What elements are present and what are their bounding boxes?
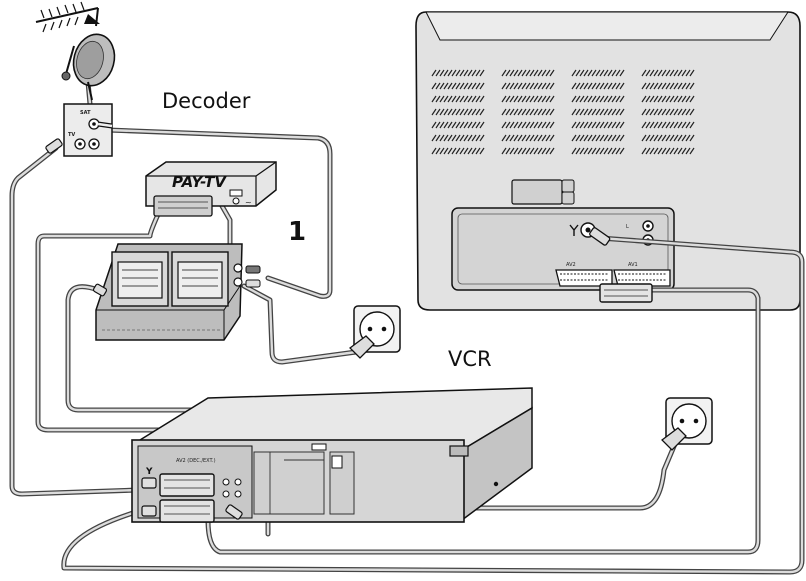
power-outlet-2-icon [661,397,713,451]
svg-text:AV2 (DEC./EXT.): AV2 (DEC./EXT.) [176,458,216,464]
svg-text:AV2: AV2 [566,262,576,268]
decoder-label: Decoder [162,89,251,113]
svg-text:AV1: AV1 [628,262,638,268]
vcr-unit: AV2 (DEC./EXT.) Y [131,387,533,523]
power-outlet-1-icon [349,305,401,359]
scart-adapter-box [92,243,261,341]
paytv-decoder: PAY-TV ~ [145,161,277,217]
tv-set: L R AV2 AV1 [415,11,801,311]
vcr-label: VCR [448,347,492,371]
step-number: 1 [288,217,306,247]
svg-text:TV: TV [68,132,75,138]
tv-vent-grille [431,69,695,155]
svg-text:~: ~ [245,198,252,207]
svg-text:Y: Y [145,467,153,477]
sat-splitter-box: SAT TV [45,103,113,157]
cables [9,79,805,575]
svg-text:SAT: SAT [80,110,91,116]
satellite-dish-icon [35,1,116,101]
audio-l-jack: L [626,220,654,232]
scart-av1: AV1 [613,262,671,287]
svg-text:L: L [626,224,629,230]
tv-plugs [589,227,653,303]
paytv-label: PAY-TV [172,173,227,191]
